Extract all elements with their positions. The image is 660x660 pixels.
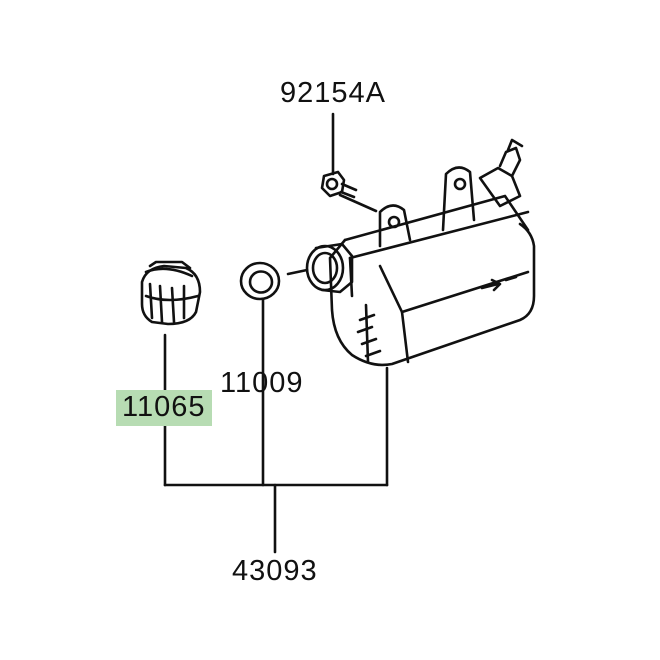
part-number-11009: 11009 [220, 367, 304, 399]
filler-neck [286, 242, 354, 294]
gasket-part [239, 261, 281, 301]
part-number-11065: 11065 [116, 390, 212, 426]
reservoir-tank [328, 138, 536, 367]
part-number-92154a: 92154A [280, 77, 386, 109]
part-number-43093: 43093 [232, 555, 318, 587]
cap-part [140, 260, 202, 326]
bolt-part [320, 170, 378, 213]
leader-lines [163, 112, 389, 554]
